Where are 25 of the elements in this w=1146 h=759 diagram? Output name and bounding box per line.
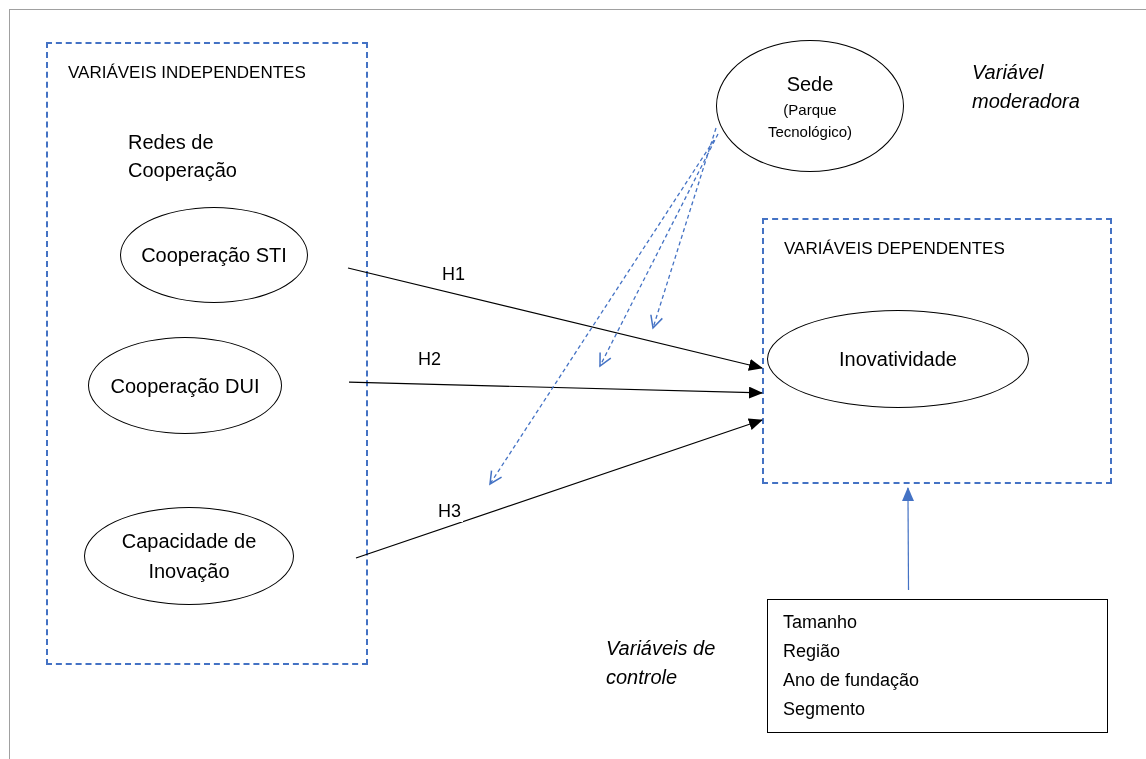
list-item: Segmento [783,698,867,721]
variable-name: Capacidade de Inovação [120,529,258,584]
moderation-arrow [650,127,717,329]
arrow [902,487,914,591]
side-caption: Variáveis de controle [606,636,717,690]
variable-name: Sede [786,72,834,97]
list-item: Ano de fundação [783,669,921,692]
moderation-arrow [599,133,719,367]
list-item: Região [783,640,842,663]
variable-name: Inovatividade [839,347,957,372]
variable-name: Cooperação STI [141,243,287,268]
moderation-arrow [489,139,715,485]
control-variables-box [767,599,1108,733]
arrow [347,267,763,371]
variable-note: (Parque Tecnológico) [766,100,854,142]
dashed-group-box [762,218,1112,484]
group-heading: VARIÁVEIS INDEPENDENTES [68,62,306,84]
group-heading: VARIÁVEIS DEPENDENTES [784,238,1005,260]
list-item: Tamanho [783,611,859,634]
group-subheading: Redes de Cooperação [128,130,238,183]
arrow [348,381,763,399]
arrow [355,418,763,559]
variable-name: Cooperação DUI [110,373,260,399]
dashed-group-box [46,42,368,665]
side-caption: Variável moderadora [972,60,1081,114]
